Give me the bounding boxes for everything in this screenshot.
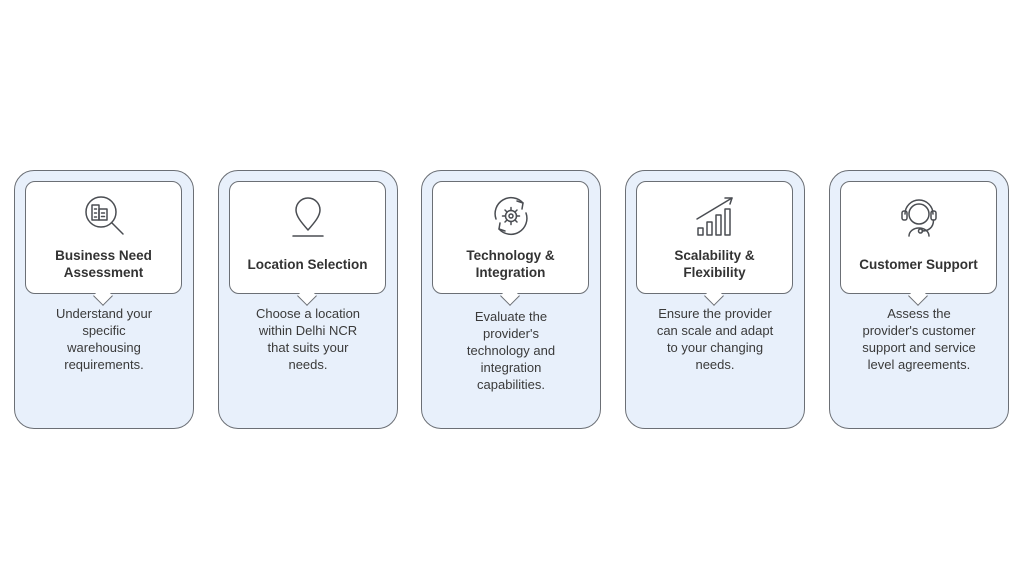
- card-header: Scalability & Flexibility: [636, 181, 793, 306]
- card-pointer: [499, 286, 520, 306]
- growth-chart-icon: [691, 192, 739, 240]
- card-description: Ensure the provider can scale and adapt …: [656, 306, 774, 372]
- headset-agent-icon: [895, 192, 943, 240]
- card-business-need-assessment: Business Need Assessment Understand your…: [14, 170, 194, 429]
- card-title: Customer Support: [859, 256, 978, 272]
- card-header: Business Need Assessment: [25, 181, 182, 306]
- card-header: Customer Support: [840, 181, 997, 306]
- card-title: Scalability & Flexibility: [674, 248, 755, 280]
- card-description: Choose a location within Delhi NCR that …: [255, 306, 361, 372]
- card-description: Evaluate the provider's technology and i…: [466, 309, 556, 392]
- card-pointer: [296, 286, 317, 306]
- card-location-selection: Location Selection Choose a location wit…: [218, 170, 398, 429]
- card-header: Technology & Integration: [432, 181, 589, 306]
- card-pointer: [703, 286, 724, 306]
- card-pointer: [92, 286, 113, 306]
- location-pin-icon: [284, 192, 332, 240]
- card-title: Business Need Assessment: [55, 248, 152, 280]
- card-header: Location Selection: [229, 181, 386, 306]
- card-customer-support: Customer Support Assess the provider's c…: [829, 170, 1009, 429]
- card-technology-integration: Technology & Integration Evaluate the pr…: [421, 170, 601, 429]
- card-description: Understand your specific warehousing req…: [55, 306, 153, 372]
- card-title: Technology & Integration: [466, 248, 555, 280]
- building-magnifier-icon: [80, 192, 128, 240]
- card-scalability-flexibility: Scalability & Flexibility Ensure the pro…: [625, 170, 805, 429]
- card-title: Location Selection: [247, 256, 368, 272]
- gear-sync-icon: [487, 192, 535, 240]
- card-description: Assess the provider's customer support a…: [862, 306, 976, 372]
- card-pointer: [907, 286, 928, 306]
